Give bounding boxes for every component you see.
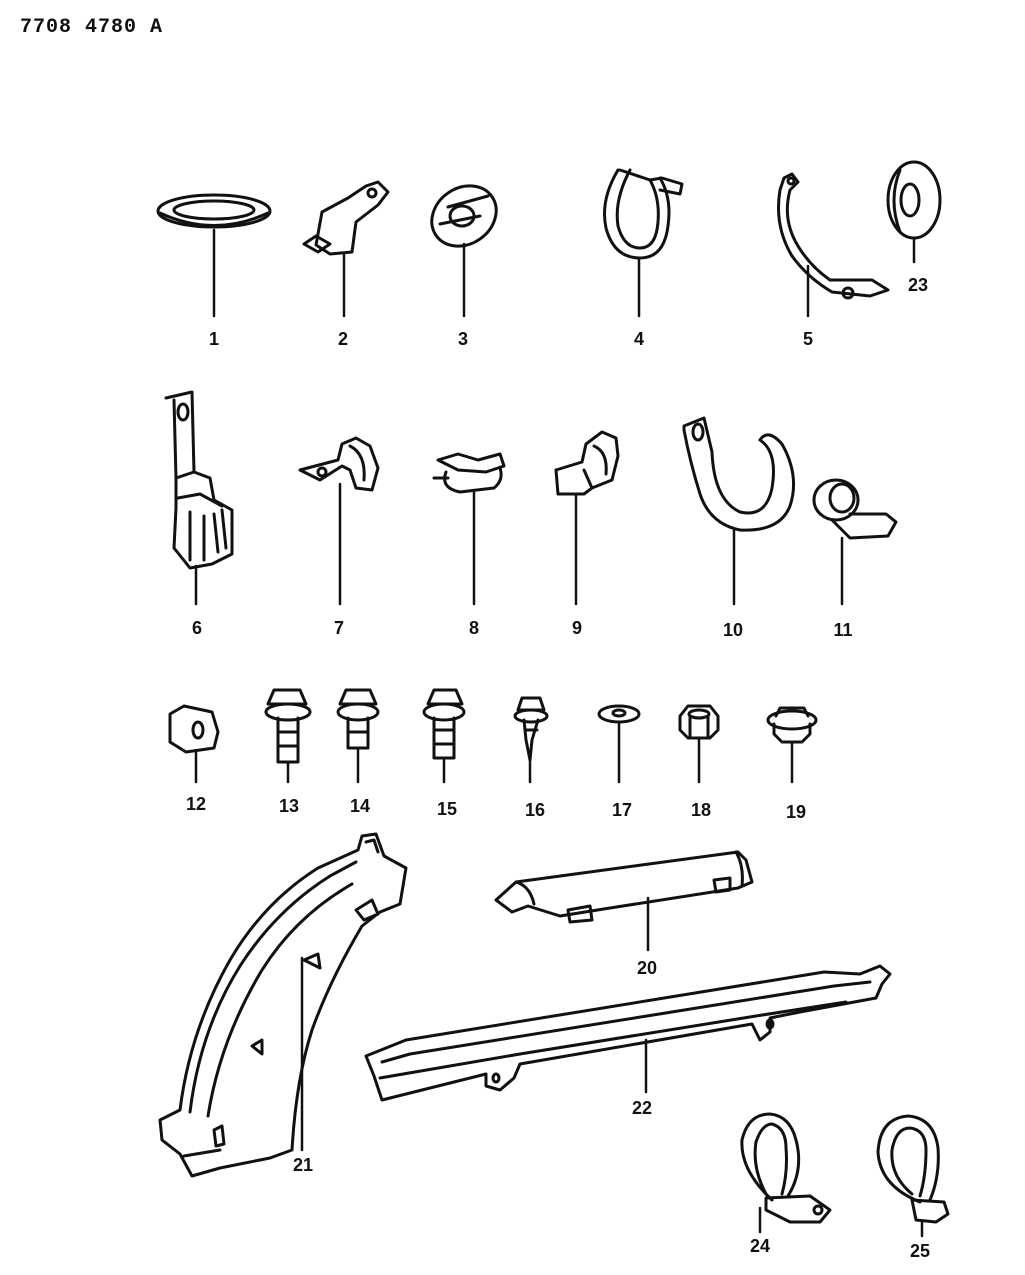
part-label-9: 9 (571, 618, 583, 638)
part-label-17: 17 (611, 800, 633, 820)
part-2-bracket (302, 180, 390, 318)
part-label-21: 21 (292, 1155, 314, 1175)
part-19-flange-nut (766, 706, 818, 784)
part-12-speed-nut (168, 704, 220, 784)
part-11-small-clamp (812, 478, 898, 606)
part-8-clip (432, 452, 506, 606)
part-label-24: 24 (749, 1236, 771, 1256)
part-label-12: 12 (185, 794, 207, 814)
part-label-5: 5 (802, 329, 814, 349)
part-23-ring (886, 160, 942, 264)
part-label-16: 16 (524, 800, 546, 820)
part-label-22: 22 (631, 1098, 653, 1118)
part-15-bolt (422, 688, 466, 784)
part-label-11: 11 (833, 620, 853, 640)
part-label-15: 15 (436, 799, 458, 819)
part-label-3: 3 (457, 329, 469, 349)
part-label-19: 19 (785, 802, 807, 822)
part-7-clip (298, 436, 380, 606)
part-16-screw (513, 696, 549, 784)
part-4-band-clamp (603, 168, 684, 318)
part-label-14: 14 (349, 796, 371, 816)
document-code: 7708 4780 A (20, 16, 164, 39)
part-21-curved-channel (158, 832, 408, 1178)
part-5-wire-clamp (777, 172, 890, 318)
part-14-bolt (336, 688, 380, 784)
part-label-23: 23 (907, 275, 929, 295)
part-22-long-rail (364, 964, 892, 1102)
part-24-loop-clamp (740, 1112, 832, 1234)
part-17-washer (597, 704, 641, 784)
part-label-18: 18 (690, 800, 712, 820)
part-label-2: 2 (337, 329, 349, 349)
part-25-loop-clamp (876, 1114, 950, 1238)
part-label-10: 10 (722, 620, 744, 640)
part-label-6: 6 (191, 618, 203, 638)
part-9-clip (554, 430, 620, 606)
part-3-oval-grommet (430, 184, 498, 318)
part-20-cover (494, 850, 754, 952)
part-label-13: 13 (278, 796, 300, 816)
part-label-8: 8 (468, 618, 480, 638)
part-label-1: 1 (208, 329, 220, 349)
part-13-bolt (264, 688, 312, 784)
part-10-large-clamp (682, 416, 796, 606)
part-1-grommet (156, 193, 272, 318)
part-6-harness-clip (164, 390, 234, 606)
part-label-7: 7 (333, 618, 345, 638)
part-label-4: 4 (633, 329, 645, 349)
part-label-25: 25 (909, 1241, 931, 1261)
part-label-20: 20 (636, 958, 658, 978)
part-18-nut (678, 704, 720, 784)
